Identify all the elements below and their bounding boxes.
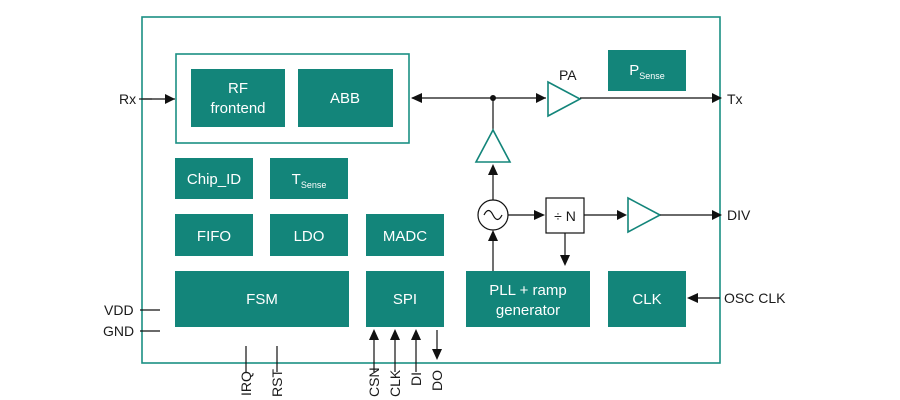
- t-sense-block: TSense: [270, 158, 348, 199]
- div-pin-label: DIV: [727, 207, 751, 223]
- t-sense-label: TSense: [292, 171, 327, 190]
- vco-to-buffer-arrowhead: [488, 164, 498, 175]
- div-arrowhead: [712, 210, 722, 220]
- di-arrowhead: [411, 329, 421, 340]
- p-sense-label: PSense: [629, 62, 665, 81]
- osc-clk-pin-label: OSC CLK: [724, 290, 786, 306]
- tx-pin-label: Tx: [727, 91, 743, 107]
- di-pin-label: DI: [408, 372, 424, 386]
- abb-label: ABB: [330, 90, 360, 107]
- gnd-pin-label: GND: [103, 323, 134, 339]
- rf-frontend-block: RF frontend: [191, 69, 285, 127]
- pa-amplifier-icon: [547, 80, 582, 118]
- fsm-label: FSM: [246, 291, 278, 308]
- clk-label: CLK: [632, 291, 661, 308]
- vdd-pin-label: VDD: [104, 302, 134, 318]
- do-pin-label: DO: [429, 370, 445, 391]
- fsm-block: FSM: [175, 271, 349, 327]
- pa-label: PA: [559, 67, 577, 83]
- abb-block: ABB: [298, 69, 393, 127]
- divider-to-amp-arrowhead: [617, 210, 627, 220]
- chip-outline: [141, 16, 721, 364]
- chip-id-block: Chip_ID: [175, 158, 253, 199]
- rx-arrowhead: [165, 94, 175, 104]
- csn-arrowhead: [369, 329, 379, 340]
- pll-label-2: generator: [496, 302, 560, 319]
- do-arrowhead: [432, 349, 442, 360]
- clk-block: CLK: [608, 271, 686, 327]
- spi-clk-pin-label: CLK: [387, 369, 403, 397]
- buffer-amplifier-icon: [474, 128, 512, 163]
- vco-sine-icon: [483, 209, 503, 221]
- pll-label-1: PLL + ramp: [489, 282, 566, 299]
- ldo-block: LDO: [270, 214, 348, 256]
- fifo-block: FIFO: [175, 214, 253, 256]
- rst-pin-label: RST: [269, 369, 285, 397]
- div-amplifier-icon: [627, 196, 662, 234]
- spi-block: SPI: [366, 271, 444, 327]
- rf-frontend-label-1: RF: [228, 80, 248, 97]
- rf-bidir-arrowhead: [411, 93, 422, 103]
- divider-label: ÷ N: [554, 208, 576, 224]
- pa-input-arrowhead: [536, 93, 546, 103]
- madc-label: MADC: [383, 228, 427, 245]
- rf-frontend-label-2: frontend: [210, 100, 265, 117]
- ldo-label: LDO: [294, 228, 325, 245]
- fifo-label: FIFO: [197, 228, 231, 245]
- rf-group-frame: [175, 53, 410, 144]
- rx-pin-label: Rx: [119, 91, 136, 107]
- chip-id-label: Chip_ID: [187, 171, 241, 188]
- vco-to-divider-arrowhead: [534, 210, 545, 220]
- pll-to-vco-arrowhead: [488, 230, 498, 241]
- irq-pin-label: IRQ: [238, 371, 254, 396]
- spi-label: SPI: [393, 291, 417, 308]
- madc-block: MADC: [366, 214, 444, 256]
- spi-clk-arrowhead: [390, 329, 400, 340]
- pll-block: PLL + ramp generator: [466, 271, 590, 327]
- p-sense-block: PSense: [608, 50, 686, 91]
- tx-arrowhead: [712, 93, 722, 103]
- divider-to-pll-arrowhead: [560, 255, 570, 266]
- osc-clk-arrowhead: [687, 293, 698, 303]
- csn-pin-label: CSN: [366, 367, 382, 397]
